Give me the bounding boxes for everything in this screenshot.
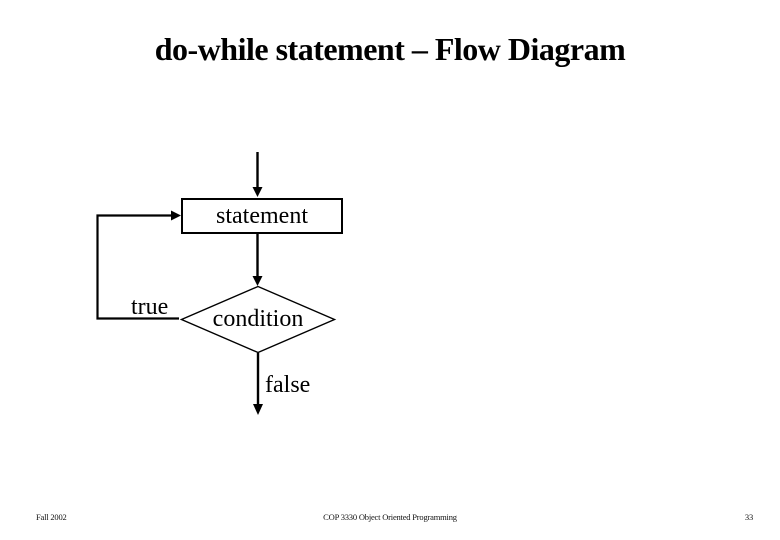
statement-box-label: statement: [216, 203, 308, 229]
true-loop-line: [96, 214, 179, 320]
condition-diamond-label: condition: [212, 306, 304, 332]
exit-arrowhead-icon: [253, 404, 263, 415]
loop-arrowhead-icon: [171, 210, 181, 221]
footer-course-title: COP 3330 Object Oriented Programming: [323, 512, 457, 522]
entry-arrowhead-icon: [252, 187, 263, 197]
mid-arrowhead-icon: [252, 276, 263, 286]
false-branch-label: false: [265, 372, 311, 398]
footer-semester: Fall 2002: [36, 512, 67, 522]
true-branch-label: true: [131, 294, 169, 320]
condition-diamond: [179, 285, 337, 354]
footer-page-number: 33: [744, 512, 753, 522]
slide-title: do-while statement – Flow Diagram: [154, 31, 626, 67]
statement-box: [181, 198, 343, 234]
